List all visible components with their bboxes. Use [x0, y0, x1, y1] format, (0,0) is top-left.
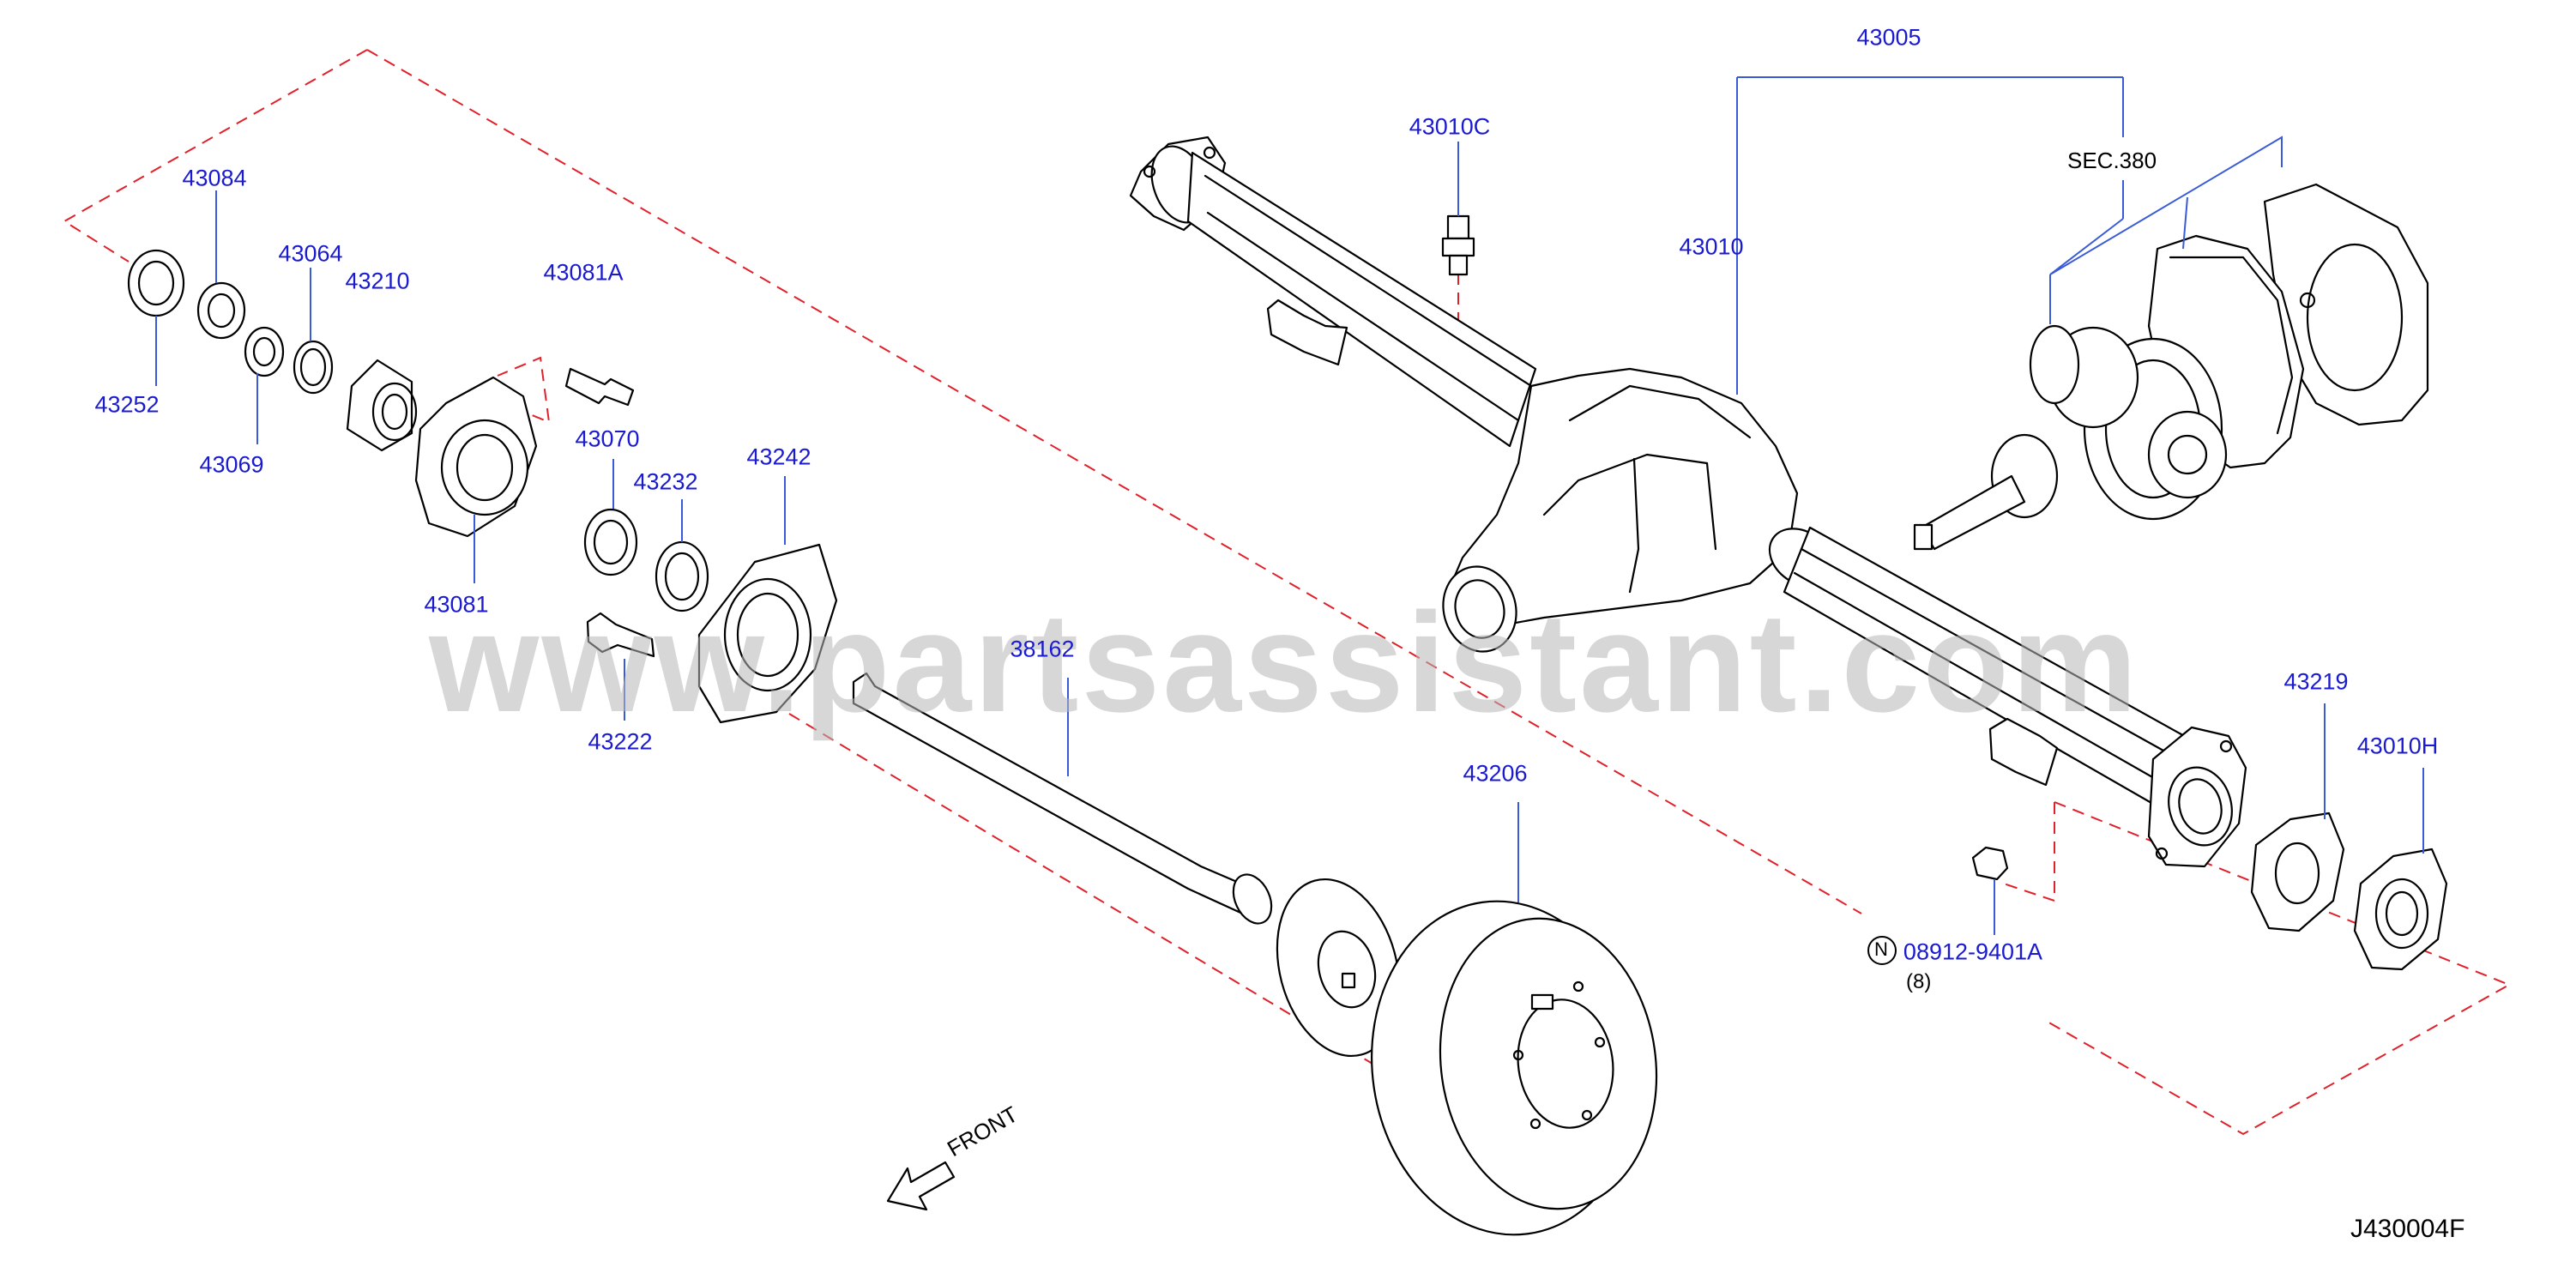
part-label-43010h[interactable]: 43010H — [2356, 733, 2439, 759]
part-label-43252[interactable]: 43252 — [94, 391, 160, 418]
section-reference[interactable]: SEC.380 — [2067, 148, 2157, 173]
part-label-38162[interactable]: 38162 — [1010, 636, 1075, 662]
diagram-code: J430004F — [2350, 1215, 2465, 1243]
part-label-43010c[interactable]: 43010C — [1409, 113, 1491, 140]
breather-plug — [1441, 214, 1475, 276]
left-bearing-parts — [127, 249, 838, 724]
part-label-43010[interactable]: 43010 — [1679, 233, 1744, 260]
part-label-43232[interactable]: 43232 — [633, 468, 698, 495]
nut-quantity: (8) — [1906, 970, 1932, 993]
part-label-43069[interactable]: 43069 — [199, 451, 264, 478]
part-label-43242[interactable]: 43242 — [746, 443, 811, 470]
part-label-43064[interactable]: 43064 — [278, 240, 343, 267]
part-label-43222[interactable]: 43222 — [588, 728, 653, 755]
leader-lines — [155, 76, 2424, 935]
right-small-parts — [1971, 811, 2448, 971]
part-label-43219[interactable]: 43219 — [2283, 668, 2349, 695]
differential-assembly — [1913, 183, 2429, 551]
part-label-43081a[interactable]: 43081A — [543, 259, 624, 286]
part-label-08912-9401a[interactable]: 08912-9401A — [1903, 938, 2043, 965]
axle-shaft — [852, 672, 1401, 1058]
front-arrow-icon — [886, 1161, 956, 1211]
axle-housing — [1129, 136, 2247, 868]
part-label-43070[interactable]: 43070 — [575, 425, 640, 452]
brake-drum — [1371, 900, 1658, 1236]
nut-symbol: N — [1874, 938, 1888, 960]
part-label-43206[interactable]: 43206 — [1463, 760, 1528, 787]
part-label-43210[interactable]: 43210 — [345, 268, 410, 294]
nut-symbol-circle — [1867, 936, 1897, 965]
part-label-43081[interactable]: 43081 — [424, 591, 489, 618]
part-label-43084[interactable]: 43084 — [182, 165, 247, 191]
watermark: www.partsassistant.com — [429, 583, 2140, 741]
part-label-43005[interactable]: 43005 — [1856, 24, 1921, 51]
